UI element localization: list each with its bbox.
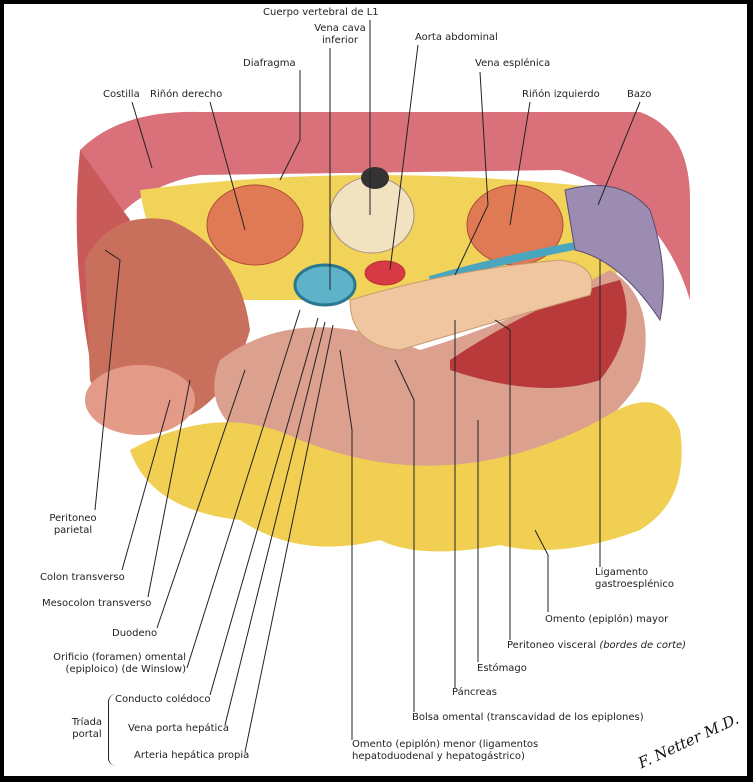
label-portal-triad-2: portal <box>72 729 102 740</box>
label-transverse-mesocolon: Mesocolon transverso <box>42 598 152 609</box>
label-vertebral-body: Cuerpo vertebral de L1 <box>263 7 379 18</box>
abdominal-aorta <box>364 260 406 286</box>
portal-triad-brace <box>108 694 119 766</box>
label-portal-triad-1: Tríada <box>71 717 103 728</box>
label-omental-bursa: Bolsa omental (transcavidad de los epipl… <box>412 712 644 723</box>
greater-omentum-fat <box>130 402 682 552</box>
stomach-interior <box>450 280 627 388</box>
label-transverse-colon: Colon transverso <box>40 572 125 583</box>
leader-lines <box>94 20 641 753</box>
back-muscles <box>80 111 690 301</box>
label-omental-foramen-2: (epiploico) (de Winslow) <box>65 664 186 675</box>
colon-loop <box>85 365 195 435</box>
label-gastrosplenic-ligament-1: Ligamento <box>595 567 649 578</box>
visceral-peritoneum-text: Peritoneo visceral <box>507 640 597 651</box>
spinal-canal <box>361 167 389 189</box>
label-gastrosplenic-ligament-2: gastroesplénico <box>595 579 674 590</box>
label-greater-omentum: Omento (epiplón) mayor <box>545 614 669 625</box>
inferior-vena-cava <box>293 263 357 307</box>
label-common-bile-duct: Conducto colédoco <box>115 694 211 705</box>
splenic-vein <box>428 241 581 284</box>
label-ivc-line2: inferior <box>322 35 358 46</box>
label-portal-vein: Vena porta hepática <box>128 723 229 734</box>
label-lesser-omentum-1: Omento (epiplón) menor (ligamentos <box>352 739 539 750</box>
pancreas <box>349 259 593 351</box>
label-right-kidney: Riñón derecho <box>150 89 223 100</box>
label-visceral-peritoneum: Peritoneo visceral (bordes de corte) <box>507 639 686 652</box>
label-diaphragm: Diafragma <box>243 58 296 69</box>
label-splenic-vein: Vena esplénica <box>475 58 551 69</box>
label-aorta: Aorta abdominal <box>415 32 498 43</box>
label-lesser-omentum-2: hepatoduodenal y hepatogástrico) <box>352 751 525 762</box>
label-duodenum: Duodeno <box>112 628 158 639</box>
label-ivc-line1: Vena cava <box>314 23 366 34</box>
label-stomach: Estómago <box>477 663 527 674</box>
label-pancreas: Páncreas <box>452 687 497 698</box>
label-parietal-peritoneum-2: parietal <box>53 525 93 536</box>
figure-frame: Cuerpo vertebral de L1 Vena cava inferio… <box>4 4 747 776</box>
visceral-peritoneum-note: (bordes de corte) <box>599 640 687 651</box>
label-rib: Costilla <box>103 89 140 100</box>
label-spleen: Bazo <box>627 89 652 100</box>
label-omental-foramen-1: Orificio (foramen) omental <box>53 652 186 663</box>
right-kidney <box>206 184 304 266</box>
anatomy-illustration <box>76 20 690 753</box>
label-hepatic-artery: Arteria hepática propia <box>134 750 250 761</box>
label-parietal-peritoneum-1: Peritoneo <box>49 513 97 524</box>
label-left-kidney: Riñón izquierdo <box>522 89 600 100</box>
spleen <box>564 185 664 322</box>
